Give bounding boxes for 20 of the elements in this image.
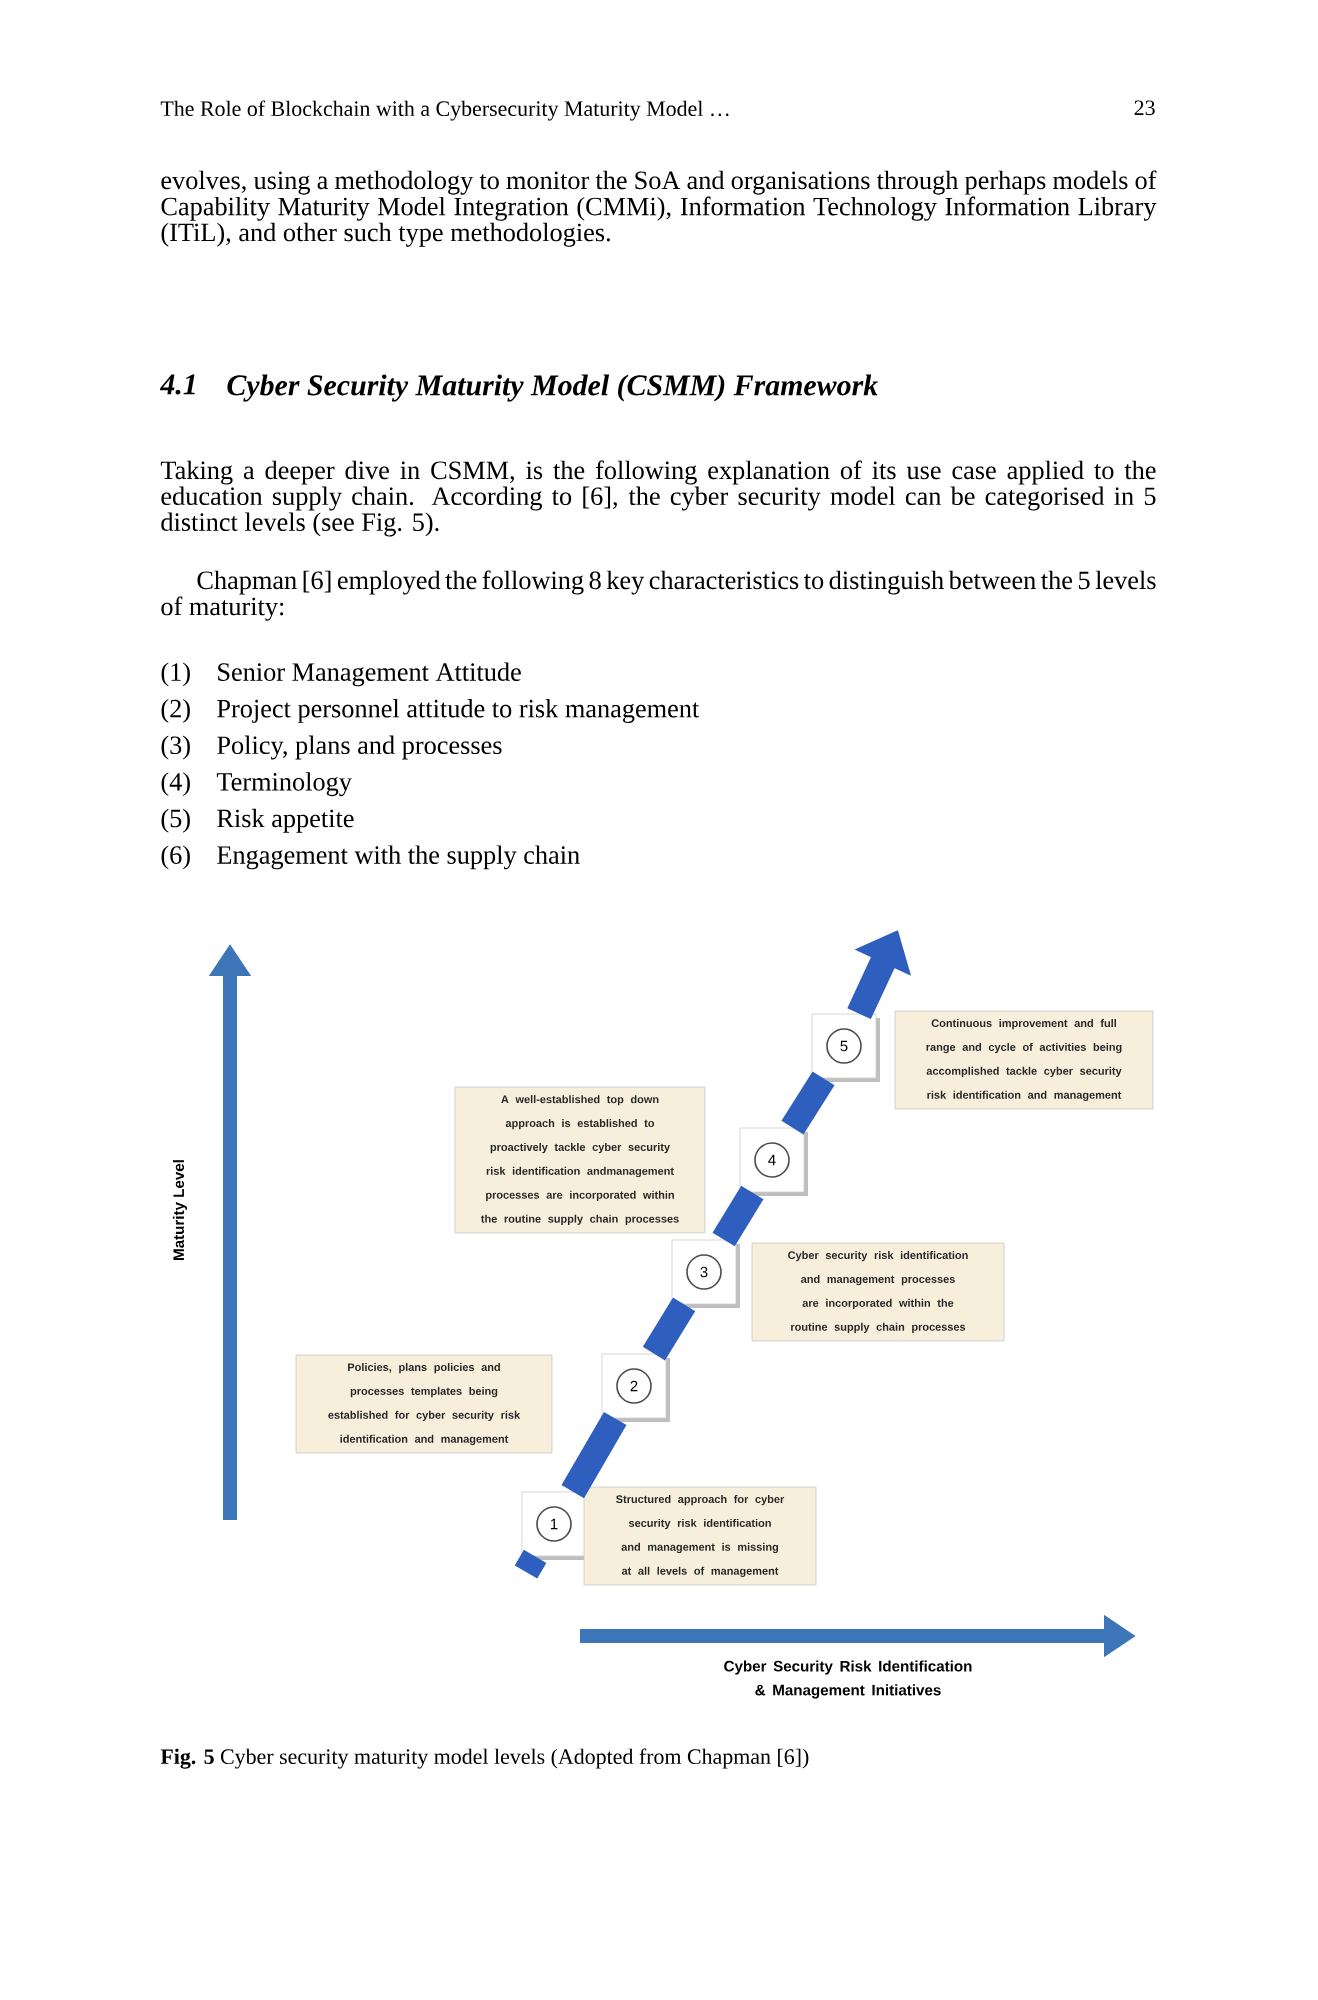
list-number: (1) xyxy=(161,662,190,687)
list-item: Policy, plans and processes xyxy=(217,735,502,760)
section-heading: Cyber Security Maturity Model (CSMM) Framework xyxy=(227,374,878,402)
list-item: Project personnel attitude to risk management xyxy=(217,699,700,723)
list-number: (4) xyxy=(161,772,190,797)
section-number: 4.1 xyxy=(159,374,195,395)
paragraph: evolves, using a methodology to monitor the SoA and organisations through perhaps models of Capability Maturity Model Integration (CMMi), Information Technology Information Library (ITiL), and other such type methodologies. xyxy=(161,170,1157,247)
list-item: Risk appetite xyxy=(217,808,354,833)
list-number: (2) xyxy=(161,699,190,723)
list-number: (6) xyxy=(161,845,190,870)
paragraph: Chapman [6] employed the following 8 key characteristics to distinguish between the 5 levels of maturity: xyxy=(161,570,1156,621)
list-item: Terminology xyxy=(216,772,352,797)
paragraph: Taking a deeper dive in CSMM, is the following explanation of its use case applied to the education supply chain. According to [6], the cyber security model can be categorised in 5 distinct levels (see Fig. 5). xyxy=(160,460,1156,537)
figure-caption: Fig. 5 Cyber security maturity model levels (Adopted from Chapman [6]) xyxy=(160,1748,809,1769)
list-number: (3) xyxy=(161,735,190,760)
running-header: The Role of Blockchain with a Cybersecurity Maturity Model … xyxy=(160,100,729,121)
list-number: (5) xyxy=(161,808,190,833)
page-number: 23 xyxy=(1134,100,1155,116)
list-item: Senior Management Attitude xyxy=(218,662,521,687)
list-item: Engagement with the supply chain xyxy=(217,845,580,870)
